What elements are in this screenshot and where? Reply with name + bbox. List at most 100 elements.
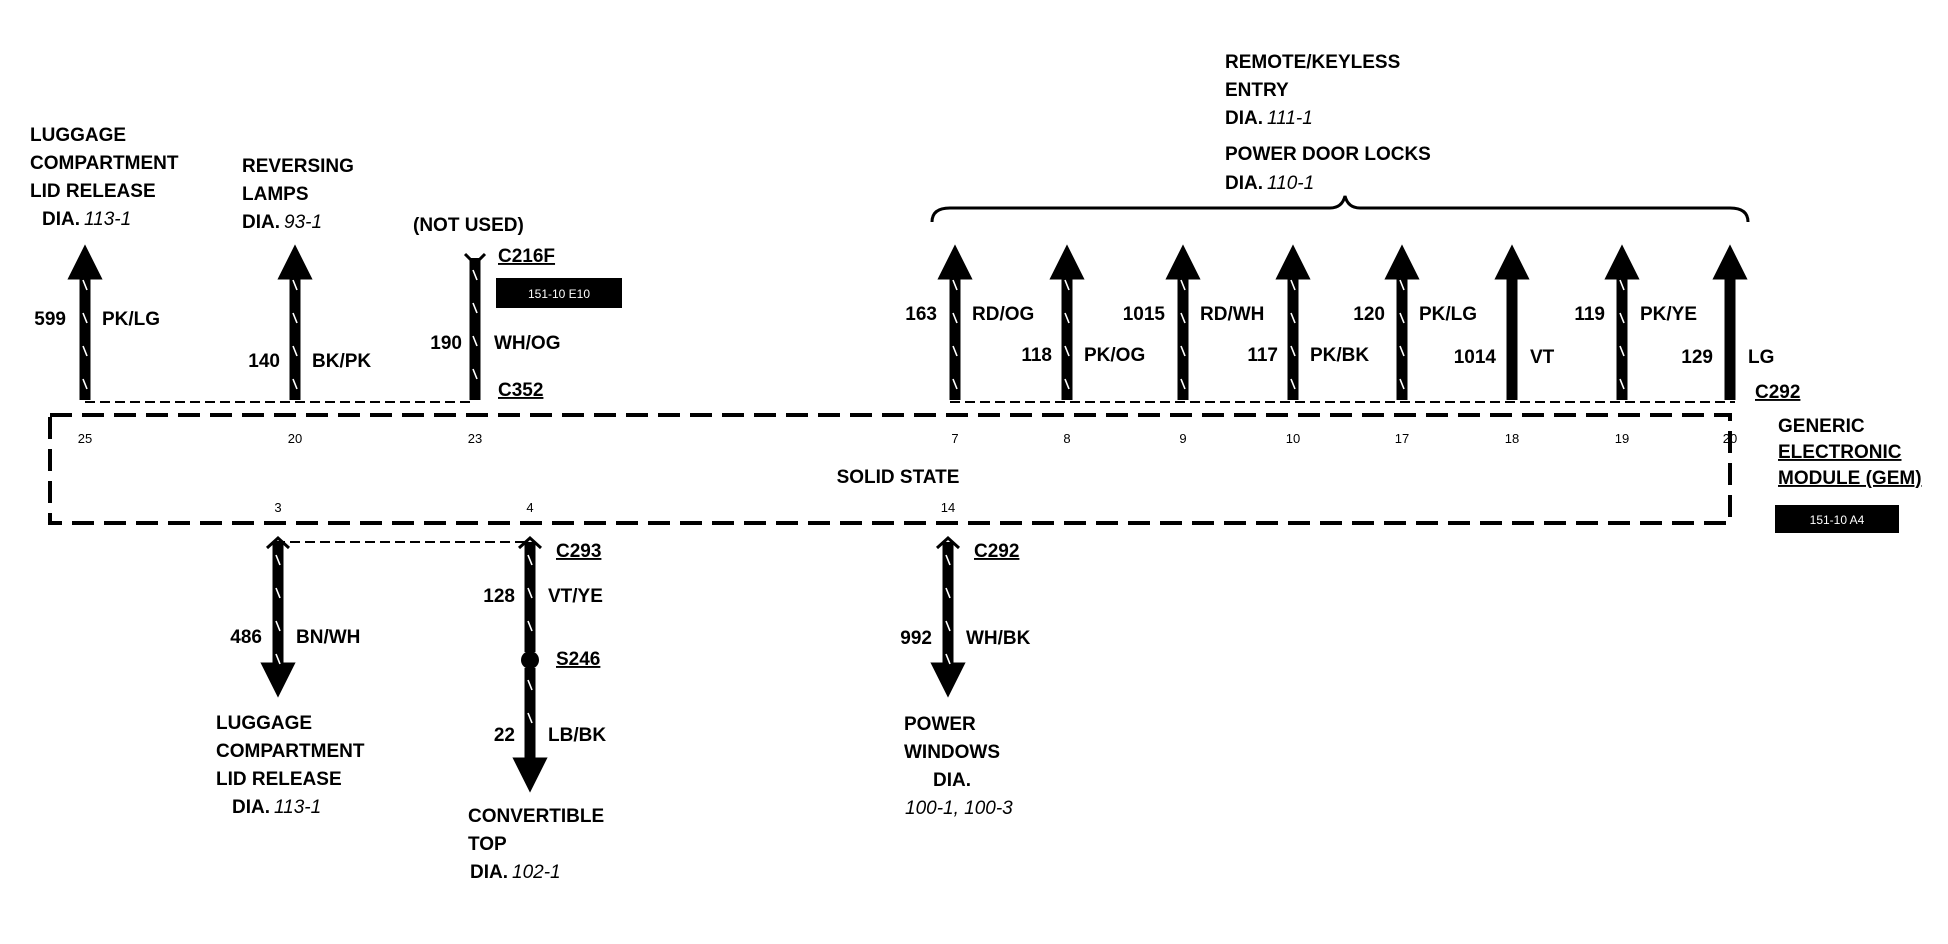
dest-992-line-1: POWER (904, 714, 976, 735)
wire-hatch (1180, 312, 1186, 324)
wire-hatch (1399, 312, 1405, 324)
dest-486-line-1: LUGGAGE (216, 713, 312, 734)
wire-hatch (275, 620, 281, 632)
module-name-line-1: GENERIC (1778, 416, 1865, 437)
gem-module-box (48, 413, 1732, 525)
wire-hatch (1180, 279, 1186, 291)
bracket-dia-2: DIA. 110-1 (1225, 173, 1314, 194)
wire-hatch (275, 653, 281, 665)
pin-19: 19 (1615, 431, 1629, 446)
wire-hatch (292, 378, 298, 390)
dest-992-line-2: WINDOWS (904, 742, 1000, 763)
module-ref-text: 151-10 A4 (1810, 513, 1865, 527)
pin-14-terminal (935, 535, 961, 550)
pin-23: 23 (468, 431, 482, 446)
module-name-line-3: MODULE (GEM) (1778, 468, 1922, 489)
c216f-label: C216F (498, 246, 555, 267)
wire-hatch (1064, 279, 1070, 291)
dest-22-line-2: TOP (468, 834, 507, 855)
dia-599: DIA. 113-1 (42, 209, 131, 230)
circuit-1015: 1015 (1123, 304, 1166, 325)
dest-140-line-2: LAMPS (242, 184, 309, 205)
wire-hatch (82, 312, 88, 324)
dest-140-line-1: REVERSING (242, 156, 354, 177)
circuit-128: 128 (483, 586, 515, 607)
wire-hatch (292, 312, 298, 324)
dia-486: DIA. 113-1 (232, 797, 321, 818)
pin-17: 17 (1395, 431, 1409, 446)
wire-hatch (1399, 378, 1405, 390)
dia-992: 100-1, 100-3 (905, 798, 1013, 819)
pin-20-left: 20 (288, 431, 302, 446)
wire-hatch (275, 554, 281, 566)
wire-hatch (1290, 279, 1296, 291)
circuit-486: 486 (230, 627, 262, 648)
wire-hatch (82, 279, 88, 291)
bracket-title-2: ENTRY (1225, 80, 1289, 101)
dest-599-line-1: LUGGAGE (30, 125, 126, 146)
wire-hatch (952, 378, 958, 390)
color-22: LB/BK (548, 725, 606, 746)
circuit-1014: 1014 (1454, 347, 1497, 368)
c216f-terminal (463, 252, 487, 267)
pin-14: 14 (941, 500, 955, 515)
circuit-190: 190 (430, 333, 462, 354)
c216f-ref-box (496, 278, 622, 308)
dest-22-line-1: CONVERTIBLE (468, 806, 604, 827)
wire-hatch (82, 378, 88, 390)
circuit-119: 119 (1574, 304, 1605, 325)
color-486: BN/WH (296, 627, 360, 648)
wire-hatch (527, 679, 533, 691)
wire-hatch (1290, 378, 1296, 390)
color-1014: VT (1530, 347, 1555, 368)
wire-hatch (472, 368, 478, 380)
splice-s246 (521, 651, 539, 669)
color-120: PK/LG (1419, 304, 1477, 325)
not-used-label: (NOT USED) (413, 215, 524, 236)
circuit-117: 117 (1247, 345, 1278, 366)
circuit-140: 140 (248, 351, 280, 372)
wire-hatch-marks (82, 269, 1625, 724)
pin-9: 9 (1179, 431, 1186, 446)
circuit-118: 118 (1021, 345, 1052, 366)
dia-140: DIA. 93-1 (242, 212, 322, 233)
color-129: LG (1748, 347, 1774, 368)
pin-10: 10 (1286, 431, 1300, 446)
pin-3: 3 (274, 500, 281, 515)
wire-hatch (952, 345, 958, 357)
wire-hatch (945, 620, 951, 632)
module-ref-box (1775, 505, 1899, 533)
pin-20-right: 20 (1723, 431, 1737, 446)
circuit-22: 22 (494, 725, 515, 746)
wire-hatch (472, 302, 478, 314)
wire-hatch (1064, 378, 1070, 390)
wire-hatch (945, 653, 951, 665)
wire-hatch (82, 345, 88, 357)
wire-hatch (1399, 279, 1405, 291)
pin-4-terminal (517, 535, 543, 550)
wire-hatch (1290, 312, 1296, 324)
wire-hatch (1064, 345, 1070, 357)
wire-hatch (292, 279, 298, 291)
door-lock-bracket (930, 195, 1750, 223)
c293-label: C293 (556, 541, 601, 562)
color-1015: RD/WH (1200, 304, 1264, 325)
circuit-163: 163 (905, 304, 937, 325)
wire-hatch (952, 312, 958, 324)
color-163: RD/OG (972, 304, 1034, 325)
wire-hatch (527, 620, 533, 632)
wire-hatch (1180, 378, 1186, 390)
pin-25: 25 (78, 431, 92, 446)
wire-hatch (527, 587, 533, 599)
c352-label: C352 (498, 380, 543, 401)
solid-state-label: SOLID STATE (837, 467, 960, 488)
wire-hatch (1619, 345, 1625, 357)
wire-hatch (1180, 345, 1186, 357)
pin-3-terminal (265, 535, 291, 550)
dest-992-line-3: DIA. (933, 770, 971, 791)
wire-hatch (1619, 312, 1625, 324)
circuit-120: 120 (1353, 304, 1385, 325)
pin-8: 8 (1063, 431, 1070, 446)
wire-hatch (472, 269, 478, 281)
s246-label: S246 (556, 649, 600, 670)
